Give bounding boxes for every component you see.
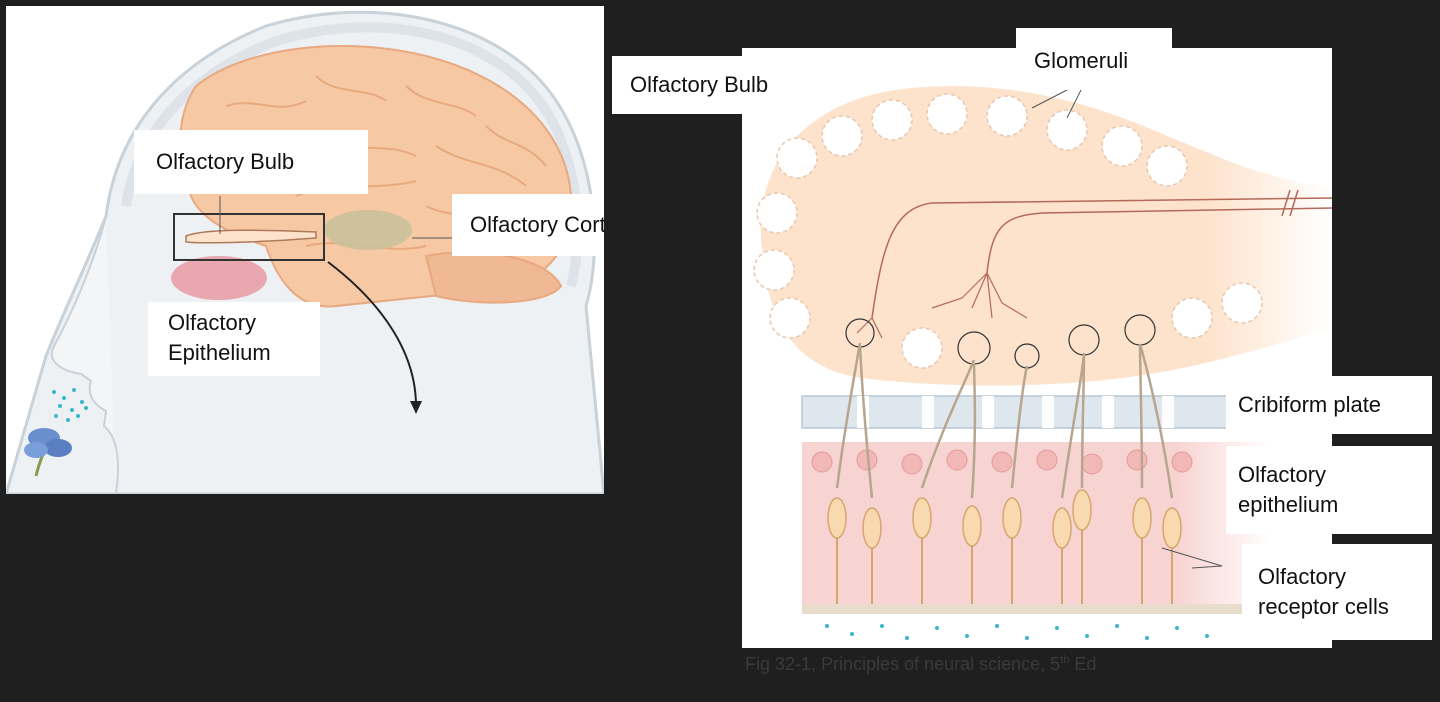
glomeruli-group [753, 93, 1263, 369]
highlight-box [173, 213, 325, 261]
label-olfactory-epithelium-line2: Epithelium [168, 340, 271, 365]
label-glomeruli: Glomeruli [1016, 28, 1172, 90]
label-olfactory-bulb: Olfactory Bulb [134, 130, 368, 194]
caption-text: Fig 32-1, Principles of neural science, … [745, 654, 1061, 674]
label-olfactory-bulb-detail: Olfactory Bulb [612, 56, 812, 114]
caption-superscript: th [1060, 654, 1070, 666]
cribriform-plate [801, 395, 1273, 429]
olfactory-bulb-shape [185, 229, 317, 244]
odorant-particles-detail [825, 624, 1209, 640]
zoom-arrow [327, 261, 417, 407]
olfactory-cortex-region [324, 210, 412, 250]
figure-caption: Fig 32-1, Principles of neural science, … [745, 654, 1335, 675]
odorant-particles [52, 388, 88, 422]
label-olfactory-epithelium: Olfactory Epithelium [148, 302, 320, 376]
receptor-axons [835, 342, 1174, 499]
label-olfactory-epithelium-detail: Olfactory epithelium [1226, 446, 1432, 534]
caption-suffix: Ed [1069, 654, 1097, 674]
label-olfactory-receptor-cells: Olfactory receptor cells [1242, 544, 1432, 640]
olfactory-detail-panel [742, 48, 1332, 648]
mitral-cell-axons [871, 189, 1332, 319]
label-cribriform-plate: Cribiform plate [1226, 376, 1432, 434]
olfactory-detail-illustration [753, 86, 1332, 640]
head-brain-panel: Olfactory Bulb Olfactory Cortex Olfactor… [6, 6, 604, 494]
label-olfactory-receptor-cells-line2: receptor cells [1258, 594, 1389, 619]
label-olfactory-epithelium-detail-line2: epithelium [1238, 492, 1339, 517]
olfactory-epithelium-region [171, 256, 267, 300]
label-olfactory-receptor-cells-line1: Olfactory [1258, 564, 1347, 589]
label-olfactory-cortex: Olfactory Cortex [452, 194, 604, 256]
label-olfactory-epithelium-line1: Olfactory [168, 310, 257, 335]
flower-icon [24, 428, 72, 477]
label-olfactory-epithelium-detail-line1: Olfactory [1238, 462, 1327, 487]
receptor-cell-bodies [827, 489, 1182, 549]
